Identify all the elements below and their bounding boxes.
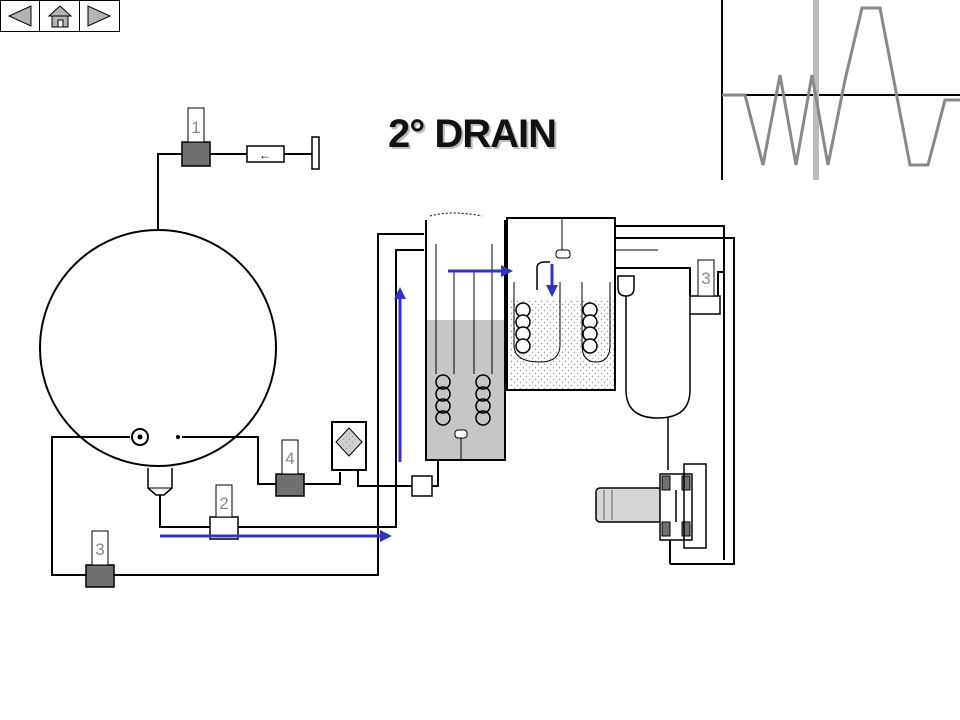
svg-text:←: ← <box>259 148 271 162</box>
flow-arrows <box>160 264 558 542</box>
page-title: 2° DRAIN <box>388 112 557 156</box>
waveform-panel <box>721 0 960 180</box>
valve-label-2: 2 <box>219 494 228 513</box>
main-tank <box>39 229 277 496</box>
top-line: ← <box>157 107 320 230</box>
forward-button[interactable] <box>80 1 119 31</box>
back-button[interactable] <box>1 1 41 31</box>
valve-label-1: 1 <box>191 118 200 137</box>
bottom-outlet-line <box>159 249 424 540</box>
triangle-left-icon <box>7 5 32 27</box>
mid-line <box>228 421 439 497</box>
left-vessel <box>425 212 506 461</box>
waveform-trace <box>722 6 960 167</box>
right-piping <box>595 225 735 565</box>
valve-label-3-right: 3 <box>701 269 710 288</box>
valve-label-4: 4 <box>285 449 294 468</box>
left-loop-line <box>51 233 424 588</box>
right-vessel <box>506 217 616 391</box>
home-icon <box>47 5 72 28</box>
home-button[interactable] <box>40 1 80 31</box>
triangle-right-icon <box>87 5 112 27</box>
valve-label-3-left: 3 <box>95 540 104 559</box>
nav-bar <box>0 0 120 32</box>
